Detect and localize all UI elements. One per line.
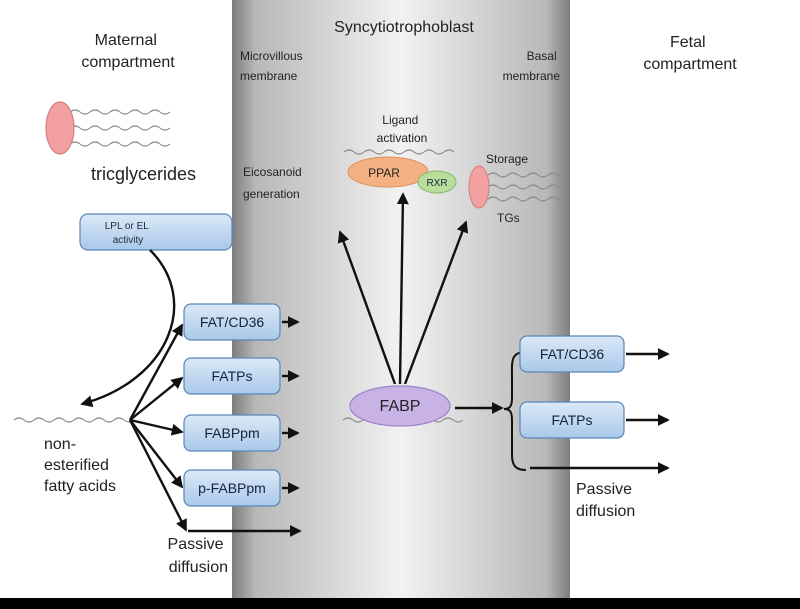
fetal-transporter-fat-cd36: FAT/CD36 xyxy=(519,335,625,373)
arrow-to-ppar xyxy=(396,192,409,385)
arrow-to-p-fabppm xyxy=(129,419,184,489)
arrow-to-storage xyxy=(403,220,469,385)
maternal-compartment-label: Maternal compartment xyxy=(81,32,175,71)
fetal-compartment-label: Fetal compartment xyxy=(643,34,737,73)
storage-label: Storage xyxy=(486,152,528,166)
nefa-label: non- esterified fatty acids xyxy=(44,436,116,495)
tricglycerides-label: tricglycerides xyxy=(91,164,196,184)
basal-membrane-label: Basal membrane xyxy=(503,49,561,83)
svg-text:FAT/CD36: FAT/CD36 xyxy=(540,346,605,362)
nefa-chain-icon xyxy=(13,417,135,423)
tgs-label: TGs xyxy=(497,211,520,225)
syncytiotrophoblast-label: Syncytiotrophoblast xyxy=(334,19,474,36)
lpl-el-activity-box xyxy=(79,213,233,251)
lpl-el-activity-label: LPL or EL activity xyxy=(105,221,152,246)
ppar-label: PPAR xyxy=(368,166,400,180)
stored-triglyceride-molecule xyxy=(468,165,569,209)
svg-text:FAT/CD36: FAT/CD36 xyxy=(200,314,265,330)
arrow-to-fatps xyxy=(129,376,184,421)
bottom-border xyxy=(0,598,800,609)
maternal-transporter-p-fabppm: p-FABPpm xyxy=(183,469,281,507)
fabp-protein xyxy=(349,385,451,427)
rxr-receptor xyxy=(417,170,457,194)
svg-text:FABPpm: FABPpm xyxy=(204,425,259,441)
stored-lipid-head-icon xyxy=(468,165,490,209)
svg-text:FATPs: FATPs xyxy=(552,412,593,428)
fabp-label: FABP xyxy=(380,398,421,415)
passive-diffusion-label-right: Passive diffusion xyxy=(576,481,636,520)
microvillous-membrane-label: Microvillous membrane xyxy=(240,49,306,83)
lipolysis-arrow xyxy=(80,249,176,408)
ppar-ligand-chain-icon xyxy=(343,149,455,155)
arrow-to-passive xyxy=(128,419,188,532)
eicosanoid-generation-label: Eicosanoid generation xyxy=(243,165,305,201)
arrow-to-fat-cd36 xyxy=(128,323,184,421)
lipid-head-icon xyxy=(45,101,75,155)
passive-diffusion-label-left: Passive diffusion xyxy=(168,536,228,576)
maternal-transporter-fatps: FATPs xyxy=(183,357,281,395)
maternal-triglyceride-molecule xyxy=(45,101,171,155)
fetal-side-brace xyxy=(503,351,527,471)
arrow-to-fabppm xyxy=(129,418,184,436)
svg-text:FATPs: FATPs xyxy=(212,368,253,384)
maternal-transporter-fat-cd36: FAT/CD36 xyxy=(183,303,281,341)
maternal-transporter-fabppm: FABPpm xyxy=(183,414,281,452)
ligand-activation-label: Ligand activation xyxy=(377,113,428,145)
svg-text:p-FABPpm: p-FABPpm xyxy=(198,480,266,496)
fetal-transporter-fatps: FATPs xyxy=(519,401,625,439)
rxr-label: RXR xyxy=(426,178,447,189)
arrow-to-eicosanoid xyxy=(337,230,397,385)
